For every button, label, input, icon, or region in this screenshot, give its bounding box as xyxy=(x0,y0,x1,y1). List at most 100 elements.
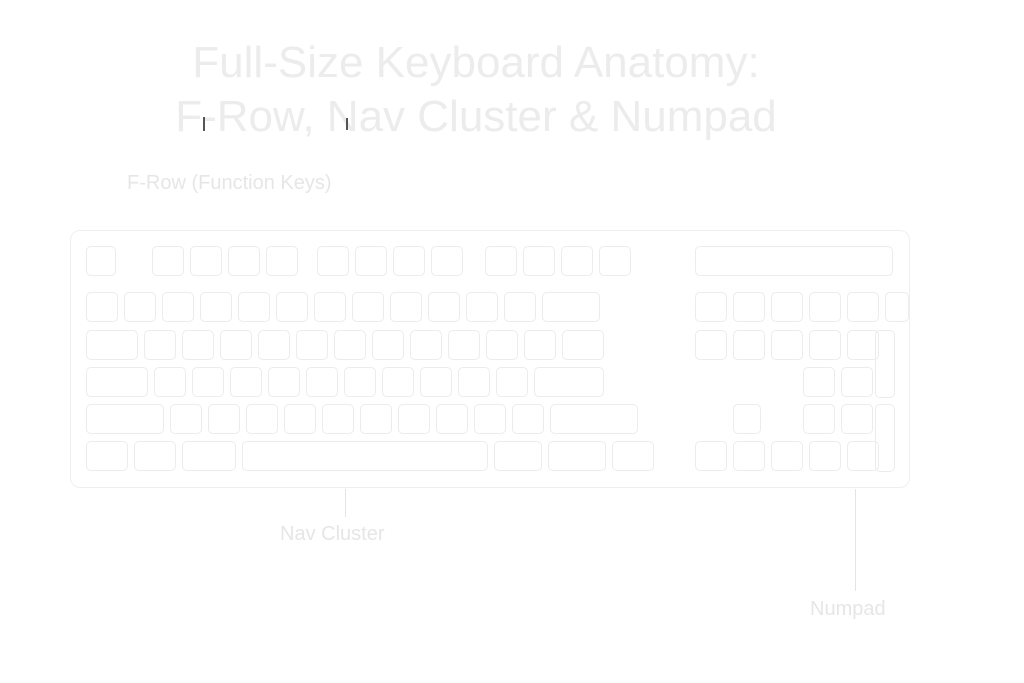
right-cluster-second-key xyxy=(733,330,765,360)
right-cluster-top-key xyxy=(847,292,879,322)
bottom-letter-row-key xyxy=(474,404,506,434)
number-row-key xyxy=(276,292,308,322)
function-row-key xyxy=(266,246,298,276)
function-row-key xyxy=(86,246,116,276)
function-row-key xyxy=(485,246,517,276)
top-letter-row-key xyxy=(486,330,518,360)
number-row-key xyxy=(200,292,232,322)
numpad-middle-key xyxy=(841,367,873,397)
home-row-key xyxy=(192,367,224,397)
top-letter-row-key xyxy=(182,330,214,360)
right-cluster-top-key xyxy=(885,292,909,322)
f-row-label: F-Row (Function Keys) xyxy=(127,172,332,194)
top-letter-row-key xyxy=(410,330,442,360)
right-cluster-top-key xyxy=(695,292,727,322)
home-row-key xyxy=(344,367,376,397)
right-cluster-bottom-key xyxy=(695,441,727,471)
number-row-key xyxy=(390,292,422,322)
text-caret-2 xyxy=(346,118,348,130)
modifier-row-key xyxy=(134,441,176,471)
top-right-bar-key xyxy=(695,246,893,276)
home-row-key xyxy=(86,367,148,397)
function-row-key xyxy=(355,246,387,276)
numpad-lower-key xyxy=(803,404,835,434)
numpad-middle-key xyxy=(803,367,835,397)
right-cluster-top-key xyxy=(809,292,841,322)
top-letter-row-key xyxy=(334,330,366,360)
number-row-key xyxy=(504,292,536,322)
right-cluster-bottom-key xyxy=(771,441,803,471)
number-row-key xyxy=(314,292,346,322)
modifier-row-key xyxy=(86,441,128,471)
arrow-up-key xyxy=(733,404,761,434)
right-cluster-bottom-key xyxy=(733,441,765,471)
home-row-key xyxy=(534,367,604,397)
bottom-letter-row-key xyxy=(436,404,468,434)
top-letter-row-key xyxy=(524,330,556,360)
modifier-row-key xyxy=(494,441,542,471)
bottom-letter-row-key xyxy=(398,404,430,434)
top-letter-row-key xyxy=(448,330,480,360)
home-row-key xyxy=(420,367,452,397)
bottom-letter-row-key xyxy=(170,404,202,434)
function-row-key xyxy=(190,246,222,276)
right-cluster-top-key xyxy=(771,292,803,322)
top-letter-row-key xyxy=(258,330,290,360)
home-row-key xyxy=(306,367,338,397)
number-row-key xyxy=(124,292,156,322)
number-row-key xyxy=(542,292,600,322)
right-cluster-second-key xyxy=(771,330,803,360)
bottom-letter-row-key xyxy=(550,404,638,434)
home-row-key xyxy=(230,367,262,397)
bottom-letter-row-key xyxy=(360,404,392,434)
number-row-key xyxy=(466,292,498,322)
function-row-key xyxy=(599,246,631,276)
number-row-key xyxy=(428,292,460,322)
bottom-letter-row-key xyxy=(512,404,544,434)
right-cluster-bottom-key xyxy=(809,441,841,471)
top-letter-row-key xyxy=(372,330,404,360)
top-letter-row-key xyxy=(220,330,252,360)
title-line-2: F-Row, Nav Cluster & Numpad xyxy=(175,92,777,141)
function-row-key xyxy=(152,246,184,276)
numpad-enter-key xyxy=(875,404,895,472)
home-row-key xyxy=(154,367,186,397)
home-row-key xyxy=(268,367,300,397)
function-row-key xyxy=(393,246,425,276)
top-letter-row-key xyxy=(296,330,328,360)
right-cluster-second-key xyxy=(809,330,841,360)
modifier-row-key xyxy=(612,441,654,471)
right-cluster-second-key xyxy=(847,330,879,360)
numpad-lower-key xyxy=(841,404,873,434)
numpad-plus-key xyxy=(875,330,895,398)
numpad-leader-line xyxy=(855,489,856,591)
right-cluster-second-key xyxy=(695,330,727,360)
home-row-key xyxy=(458,367,490,397)
bottom-letter-row-key xyxy=(246,404,278,434)
function-row-key xyxy=(561,246,593,276)
function-row-key xyxy=(228,246,260,276)
right-cluster-bottom-key xyxy=(847,441,879,471)
number-row-key xyxy=(162,292,194,322)
function-row-key xyxy=(523,246,555,276)
bottom-letter-row-key xyxy=(284,404,316,434)
home-row-key xyxy=(382,367,414,397)
numpad-label: Numpad xyxy=(810,598,886,620)
top-letter-row-key xyxy=(562,330,604,360)
keyboard-outline xyxy=(70,230,910,488)
bottom-letter-row-key xyxy=(86,404,164,434)
top-letter-row-key xyxy=(144,330,176,360)
function-row-key xyxy=(317,246,349,276)
right-cluster-top-key xyxy=(733,292,765,322)
number-row-key xyxy=(86,292,118,322)
number-row-key xyxy=(352,292,384,322)
nav-cluster-label: Nav Cluster xyxy=(280,523,385,545)
top-letter-row-key xyxy=(86,330,138,360)
modifier-row-key xyxy=(182,441,236,471)
text-caret-1 xyxy=(203,117,205,131)
nav-cluster-leader-line xyxy=(345,489,346,517)
title-line-1: Full-Size Keyboard Anatomy: xyxy=(192,38,760,87)
modifier-row-key xyxy=(548,441,606,471)
modifier-row-key xyxy=(242,441,488,471)
diagram-title: Full-Size Keyboard Anatomy: F-Row, Nav C… xyxy=(0,36,952,144)
